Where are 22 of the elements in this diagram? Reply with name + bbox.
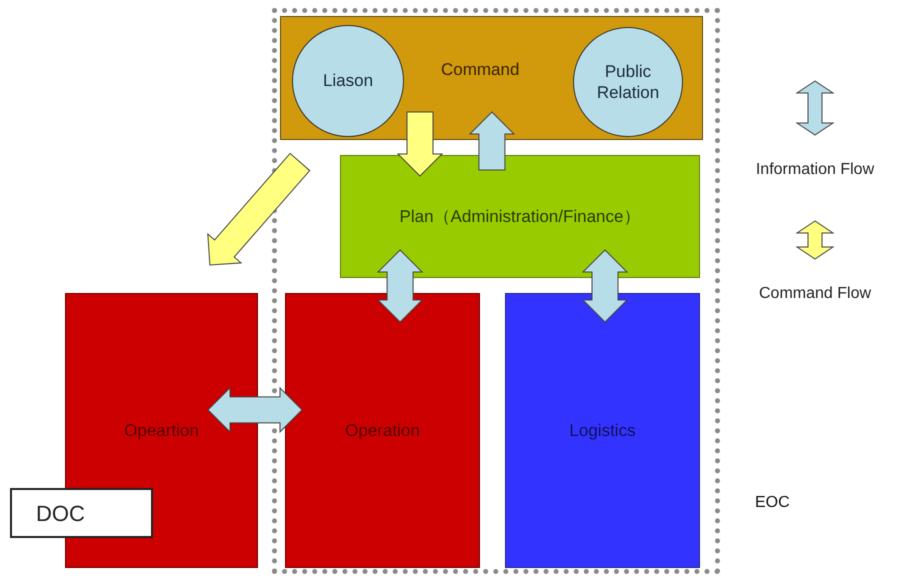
block-arrow xyxy=(376,249,424,323)
legend-label: Information Flow xyxy=(756,160,874,180)
block-arrow xyxy=(468,111,516,170)
logistics-box xyxy=(505,293,700,568)
block-arrow xyxy=(207,386,303,434)
operation-box xyxy=(285,293,480,568)
doc-box xyxy=(10,488,153,538)
node-label: Command xyxy=(441,60,520,79)
node-label: Logistics xyxy=(569,420,636,442)
node-label: Opeartion xyxy=(124,420,199,442)
block-arrow xyxy=(207,152,310,266)
node-label: DOC xyxy=(35,500,85,528)
node-label: Plan（Administration/Finance） xyxy=(400,206,640,228)
node-label: Operation xyxy=(345,420,420,442)
block-arrow xyxy=(396,112,444,177)
command-box xyxy=(280,16,703,140)
plan-box xyxy=(340,155,700,278)
legend-label: Command Flow xyxy=(758,284,872,304)
node-label: Liason xyxy=(322,70,374,92)
node-label: Public Relation xyxy=(596,60,660,104)
node-label: EOC xyxy=(755,494,790,511)
block-arrow xyxy=(582,249,628,323)
